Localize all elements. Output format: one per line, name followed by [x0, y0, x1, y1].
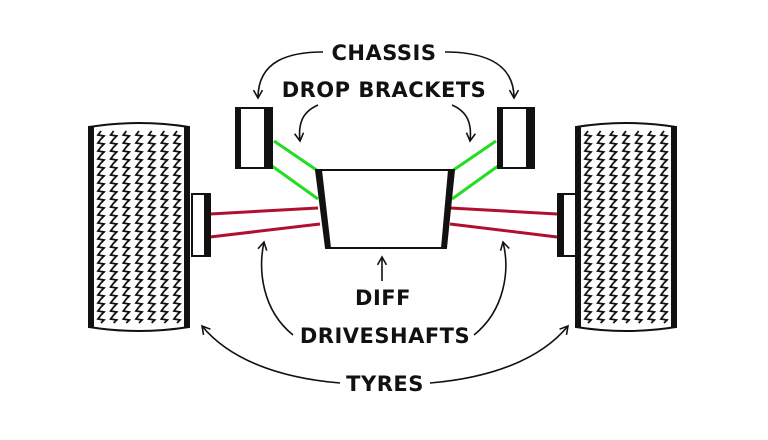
drop-brackets-arrow-left — [294, 104, 319, 143]
right-hub — [557, 193, 577, 257]
label-tyres: TYRES — [346, 372, 424, 396]
tyre-tread-line — [608, 130, 619, 324]
right-chassis-bracket — [497, 107, 535, 169]
right-tyre — [575, 122, 677, 332]
chassis-arrow-left — [252, 51, 324, 100]
right-lower-link — [451, 164, 499, 201]
driveshafts — [209, 206, 558, 239]
tyre-tread-line — [109, 130, 119, 324]
label-diff: DIFF — [355, 286, 411, 310]
label-chassis: CHASSIS — [332, 41, 437, 65]
tyre-tread-line — [596, 130, 606, 324]
drop-brackets-arrow-right — [451, 104, 476, 143]
tyre-tread-line — [621, 130, 631, 324]
tyre-tread-line — [172, 130, 182, 324]
tyre-tread-line — [583, 130, 593, 324]
differential — [314, 169, 456, 249]
driveshafts-arrow-left — [257, 240, 294, 336]
left-upper-link — [273, 139, 319, 173]
drop-bracket-links — [271, 139, 499, 201]
tyre-sidewall-right — [184, 126, 189, 328]
tyre-sidewall-right — [671, 126, 676, 328]
tyre-tread-line — [96, 130, 106, 324]
right-driveshaft-lower — [449, 222, 558, 239]
driveshafts-arrow-right — [473, 240, 510, 336]
tyres-arrow-left — [200, 324, 341, 384]
tyre-tread-line — [134, 130, 144, 324]
tyre-tread-line — [121, 130, 132, 324]
label-driveshafts: DRIVESHAFTS — [300, 324, 470, 348]
tyre-tread-line — [147, 130, 157, 324]
tyre-sidewall-left — [89, 126, 94, 328]
tyre-tread-line — [159, 130, 170, 324]
tyre-tread-line — [634, 130, 644, 324]
label-drop-brackets: DROP BRACKETS — [282, 78, 487, 102]
left-tyre — [88, 122, 190, 332]
tyres-arrow-right — [429, 324, 570, 384]
chassis-arrow-right — [444, 51, 520, 100]
right-driveshaft-upper — [449, 206, 558, 216]
left-driveshaft-upper — [209, 206, 319, 216]
tyre-tread-line — [646, 130, 657, 324]
left-lower-link — [271, 164, 319, 201]
tyre-tread-line — [659, 130, 669, 324]
annotation-arrows — [200, 51, 570, 384]
left-hub — [191, 193, 211, 257]
left-driveshaft-lower — [209, 222, 321, 239]
tyre-sidewall-left — [576, 126, 581, 328]
right-upper-link — [451, 139, 497, 173]
left-chassis-bracket — [235, 107, 273, 169]
